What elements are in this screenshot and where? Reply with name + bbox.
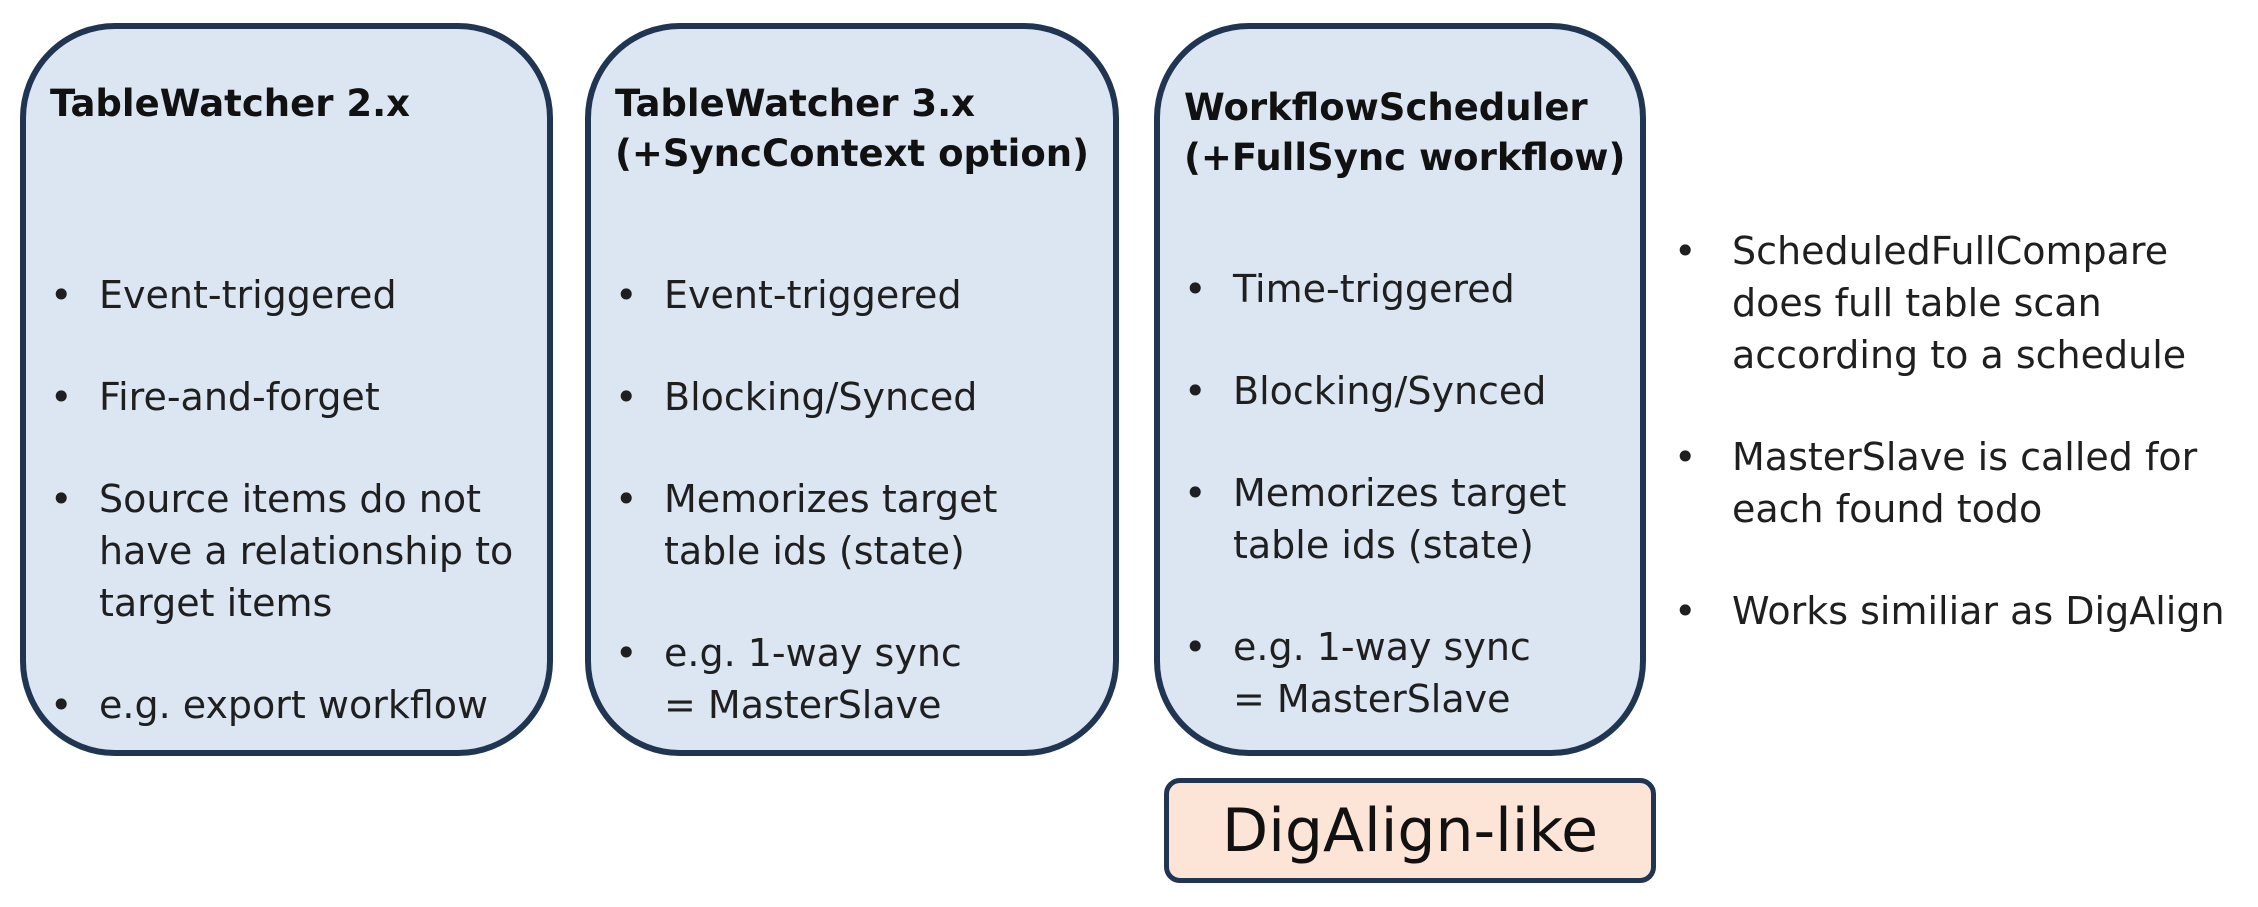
list-item: Fire-and-forget [50,371,537,423]
card-title: TableWatcher 3.x (+SyncContext option) [615,82,1090,175]
card-tablewatcher-2: TableWatcher 2.x Event-triggered Fire-an… [20,23,553,756]
bullet-list: Event-triggered Blocking/Synced Memorize… [615,269,1103,781]
list-item: Memorizes target table ids (state) [1184,467,1630,571]
card-title: TableWatcher 2.x [50,82,411,125]
card-workflowscheduler: WorkflowScheduler (+FullSync workflow) T… [1154,23,1646,756]
list-item: Time-triggered [1184,263,1630,315]
digalign-like-badge: DigAlign-like [1164,778,1656,883]
list-item: e.g. 1-way sync = MasterSlave [1184,621,1630,725]
list-item: MasterSlave is called for each found tod… [1674,431,2225,535]
list-item: Blocking/Synced [615,371,1103,423]
list-item: Event-triggered [50,269,537,321]
bullet-list: Time-triggered Blocking/Synced Memorizes… [1184,263,1630,775]
list-item: Source items do not have a relationship … [50,473,537,629]
card-title: WorkflowScheduler (+FullSync workflow) [1184,86,1626,179]
list-item: Works similiar as DigAlign [1674,585,2225,637]
list-item: e.g. export workflow [50,679,537,731]
card-tablewatcher-3: TableWatcher 3.x (+SyncContext option) E… [585,23,1119,756]
bullet-list: Event-triggered Fire-and-forget Source i… [50,269,537,781]
list-item: e.g. 1-way sync = MasterSlave [615,627,1103,731]
list-item: Memorizes target table ids (state) [615,473,1103,577]
list-item: ScheduledFullCompare does full table sca… [1674,225,2225,381]
side-notes-list: ScheduledFullCompare does full table sca… [1674,225,2225,687]
list-item: Event-triggered [615,269,1103,321]
list-item: Blocking/Synced [1184,365,1630,417]
